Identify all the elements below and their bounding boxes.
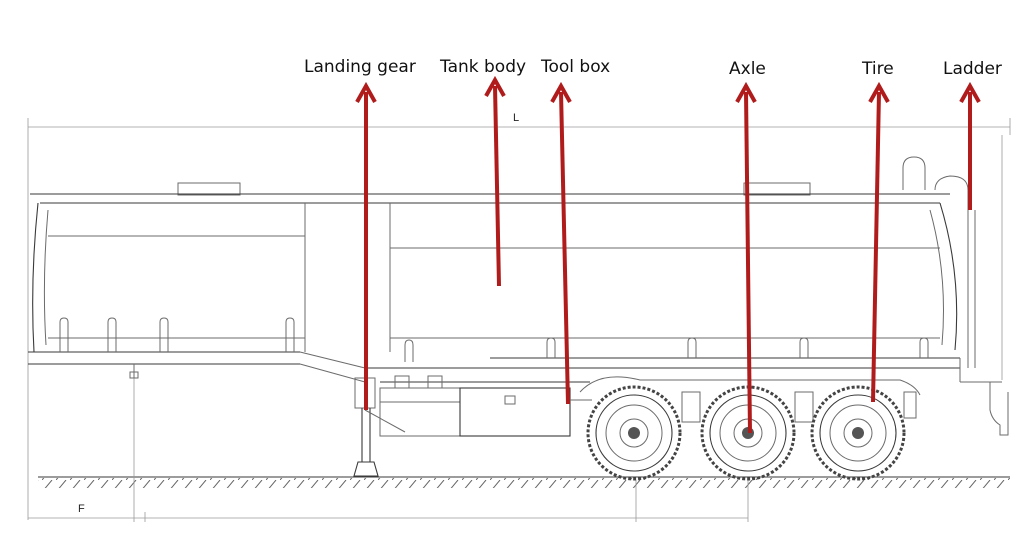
bottom-dimensions: F: [28, 370, 749, 522]
callout-arrows: [355, 75, 981, 434]
chassis-frame: [379, 376, 921, 437]
tool-box-label: Tool box: [540, 57, 610, 77]
rear-ladder-shape: [902, 156, 1009, 436]
tank-body-label: Tank body: [439, 57, 526, 77]
tire-label: Tire: [861, 59, 894, 79]
kingpin-shape: [129, 364, 139, 379]
axle-label: Axle: [729, 59, 766, 79]
tank-body-shape: [28, 182, 1002, 383]
axle-arrow: [735, 81, 757, 434]
length-dimension-label: L: [513, 112, 519, 124]
callout-labels: Landing gear Tank body Tool box Axle Tir…: [304, 57, 1002, 79]
landing-gear-label: Landing gear: [304, 57, 416, 77]
tank-handrails: [59, 317, 929, 362]
ladder-label: Ladder: [943, 59, 1002, 79]
length-dimension: L: [27, 112, 1011, 520]
tool-box-arrow: [550, 81, 572, 405]
ladder-arrow: [959, 81, 981, 210]
front-distance-label: F: [78, 503, 85, 515]
wheel-front: [586, 385, 682, 481]
wheel-rear: [810, 385, 906, 481]
tank-body-arrow: [484, 75, 506, 287]
landing-gear-arrow: [355, 81, 377, 410]
tire-arrow: [868, 81, 890, 403]
